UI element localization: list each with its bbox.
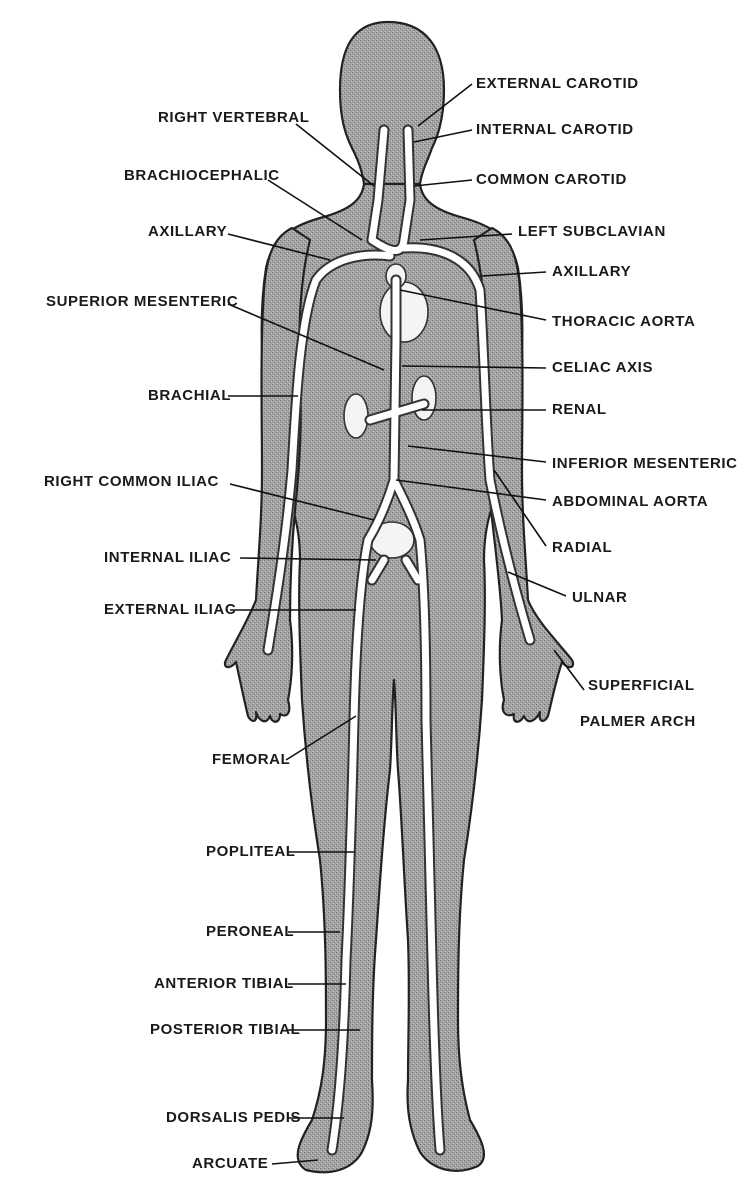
label-right-common-iliac: RIGHT COMMON ILIAC (44, 473, 219, 490)
label-inferior-mesenteric: INFERIOR MESENTERIC (552, 455, 738, 472)
label-right-vertebral: RIGHT VERTEBRAL (158, 109, 310, 126)
label-ulnar: ULNAR (572, 589, 628, 606)
left-kidney (412, 376, 436, 420)
label-dorsalis-pedis: DORSALIS PEDIS (166, 1109, 301, 1126)
label-common-carotid: COMMON CAROTID (476, 171, 627, 188)
label-internal-iliac: INTERNAL ILIAC (104, 549, 231, 566)
label-internal-carotid: INTERNAL CAROTID (476, 121, 634, 138)
label-popliteal: POPLITEAL (206, 843, 296, 860)
label-left-subclavian: LEFT SUBCLAVIAN (518, 223, 666, 240)
label-posterior-tibial: POSTERIOR TIBIAL (150, 1021, 300, 1038)
label-superficial-palmer-arch-line2: PALMER ARCH (580, 713, 696, 730)
label-femoral: FEMORAL (212, 751, 290, 768)
label-external-iliac: EXTERNAL ILIAC (104, 601, 236, 618)
label-brachial: BRACHIAL (148, 387, 231, 404)
label-external-carotid: EXTERNAL CAROTID (476, 75, 639, 92)
label-superficial-palmer-arch-line1: SUPERFICIAL (588, 677, 695, 694)
head (340, 22, 444, 184)
label-thoracic-aorta: THORACIC AORTA (552, 313, 695, 330)
label-axillary-right: AXILLARY (148, 223, 227, 240)
label-brachiocephalic: BRACHIOCEPHALIC (124, 167, 280, 184)
label-superior-mesenteric: SUPERIOR MESENTERIC (46, 293, 238, 310)
label-renal: RENAL (552, 401, 607, 418)
label-arcuate: ARCUATE (192, 1155, 268, 1172)
label-radial: RADIAL (552, 539, 612, 556)
label-celiac-axis: CELIAC AXIS (552, 359, 653, 376)
label-peroneal: PERONEAL (206, 923, 294, 940)
label-anterior-tibial: ANTERIOR TIBIAL (154, 975, 294, 992)
label-axillary-left: AXILLARY (552, 263, 631, 280)
leader-common-carotid (414, 180, 472, 186)
label-abdominal-aorta: ABDOMINAL AORTA (552, 493, 708, 510)
right-kidney (344, 394, 368, 438)
